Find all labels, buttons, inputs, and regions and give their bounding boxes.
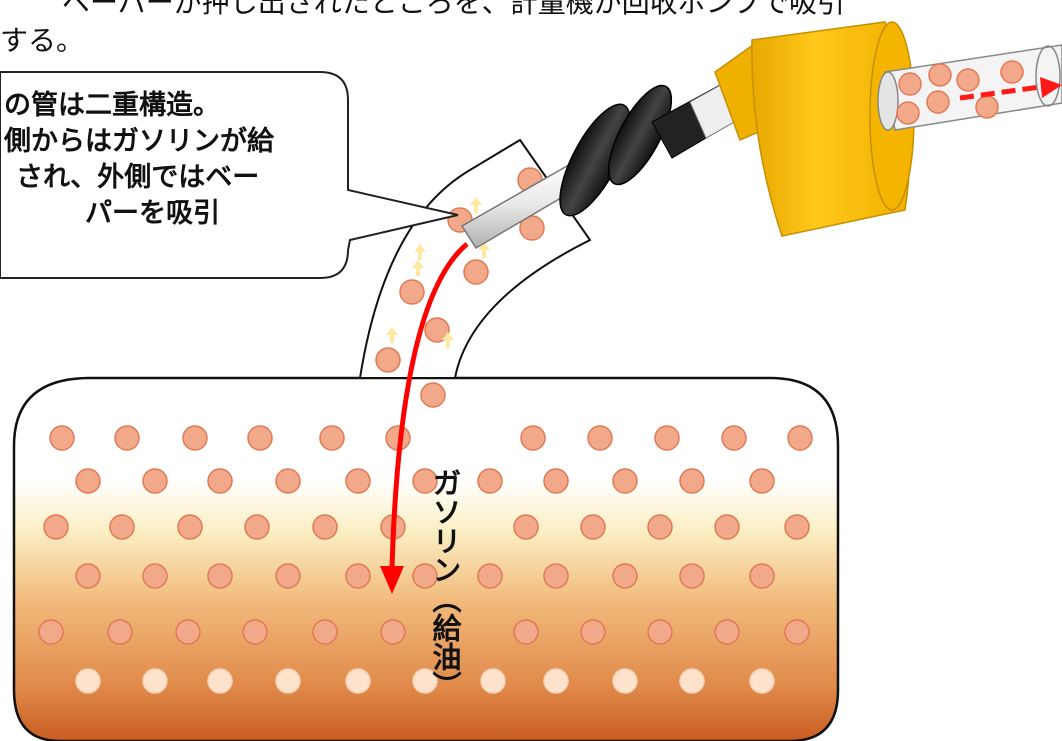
vapor-particle — [520, 425, 546, 451]
vapor-particle — [679, 668, 705, 694]
vapor-particle — [714, 619, 740, 645]
vapor-particle — [749, 668, 775, 694]
vapor-particle — [75, 468, 101, 494]
vapor-particle — [412, 668, 438, 694]
vapor-particle — [345, 668, 371, 694]
vapor-particle — [380, 619, 406, 645]
vapor-particle — [275, 668, 301, 694]
vapor-particle — [477, 468, 503, 494]
vapor-particle — [412, 563, 438, 589]
vapor-flow-arrow — [470, 197, 482, 213]
vapor-particle — [38, 619, 64, 645]
vapor-particle — [207, 468, 233, 494]
tube-vapor-particles — [896, 60, 1024, 125]
vapor-suction-arrow — [959, 77, 1062, 101]
vapor-particle — [412, 468, 438, 494]
vapor-particle — [543, 668, 569, 694]
vapor-particle — [543, 468, 569, 494]
vapor-particle — [275, 563, 301, 589]
vapor-particle — [114, 425, 140, 451]
intro-line-1: ベーパーが押し出されたところを、計量機が回收ポンプで吸引 — [62, 0, 845, 19]
vapor-particle — [519, 215, 545, 241]
vapor-particle — [399, 279, 425, 305]
vapor-particle — [513, 514, 539, 540]
vapor-particle — [107, 619, 133, 645]
vapor-particle — [956, 68, 980, 92]
vapor-particle — [345, 468, 371, 494]
vapor-particle — [175, 619, 201, 645]
vapor-particle — [142, 563, 168, 589]
vapor-particle — [375, 347, 401, 373]
vapor-particle — [319, 425, 345, 451]
vapor-particle — [312, 619, 338, 645]
vapor-particle — [896, 101, 920, 125]
callout-text: の管は二重構造。 側からはガソリンが給 され、外側ではベー パーを吸引 — [0, 88, 345, 232]
vapor-particle — [49, 425, 75, 451]
nozzle-rubber-boot — [559, 76, 753, 217]
vapor-particle — [749, 468, 775, 494]
vapor-particle — [647, 619, 673, 645]
vapor-particle — [345, 563, 371, 589]
vapor-particle — [312, 514, 338, 540]
vapor-particle — [679, 563, 705, 589]
vapor-particle — [463, 259, 489, 285]
vapor-particle — [612, 668, 638, 694]
vapor-flow-arrow — [386, 327, 398, 343]
vapor-particle — [480, 668, 506, 694]
vapor-particle — [749, 563, 775, 589]
vapor-particle — [714, 514, 740, 540]
vapor-particle — [784, 514, 810, 540]
vapor-particle — [244, 514, 270, 540]
vapor-flow-arrow — [478, 242, 490, 258]
vapor-particle — [424, 317, 450, 343]
vapor-particle — [477, 563, 503, 589]
vapor-particle — [177, 514, 203, 540]
vapor-particle — [142, 668, 168, 694]
vapor-flow-arrow — [442, 332, 454, 348]
vapor-flow-arrow — [412, 260, 424, 276]
gasoline-flow-arrow — [380, 242, 469, 594]
vapor-particle — [207, 668, 233, 694]
vapor-particle — [420, 382, 446, 408]
vapor-flow-arrow — [414, 244, 426, 260]
vapor-particle — [247, 425, 273, 451]
vapor-particle — [1000, 60, 1024, 84]
callout-line-2: 側からはガソリンが給 — [4, 126, 274, 157]
vapor-particle — [654, 425, 680, 451]
vapor-particle — [975, 95, 999, 119]
vapor-particle — [612, 563, 638, 589]
vapor-particle — [242, 619, 268, 645]
intro-line-2: する。 — [0, 24, 85, 57]
vapor-particle — [721, 425, 747, 451]
vapor-particle — [75, 563, 101, 589]
vapor-particle — [784, 619, 810, 645]
vapor-particle — [109, 514, 135, 540]
vapor-particle — [43, 514, 69, 540]
callout-line-3: され、外側ではベー — [16, 162, 260, 193]
vapor-particle — [207, 563, 233, 589]
vapor-particle — [543, 563, 569, 589]
vapor-particle — [898, 72, 922, 96]
vapor-particle — [926, 90, 950, 114]
callout-bubble — [0, 71, 459, 279]
vapor-particle — [679, 468, 705, 494]
gasoline-refuel-label: ガソリン（給油） — [428, 468, 462, 700]
vapor-particle — [787, 425, 813, 451]
vapor-particle — [580, 514, 606, 540]
callout-line-1: の管は二重構造。 — [4, 90, 220, 121]
vapor-particle — [647, 514, 673, 540]
vapor-particle — [275, 468, 301, 494]
tank-vapor-particles — [38, 425, 813, 694]
vapor-particle — [75, 668, 101, 694]
vapor-particle — [928, 63, 952, 87]
vapor-particle — [587, 425, 613, 451]
vapor-particle — [142, 468, 168, 494]
vapor-particle — [513, 619, 539, 645]
callout-line-4: パーを吸引 — [85, 198, 220, 229]
vapor-particle — [580, 619, 606, 645]
vapor-particle — [612, 468, 638, 494]
vapor-particle — [182, 425, 208, 451]
nozzle-handle — [714, 21, 915, 237]
